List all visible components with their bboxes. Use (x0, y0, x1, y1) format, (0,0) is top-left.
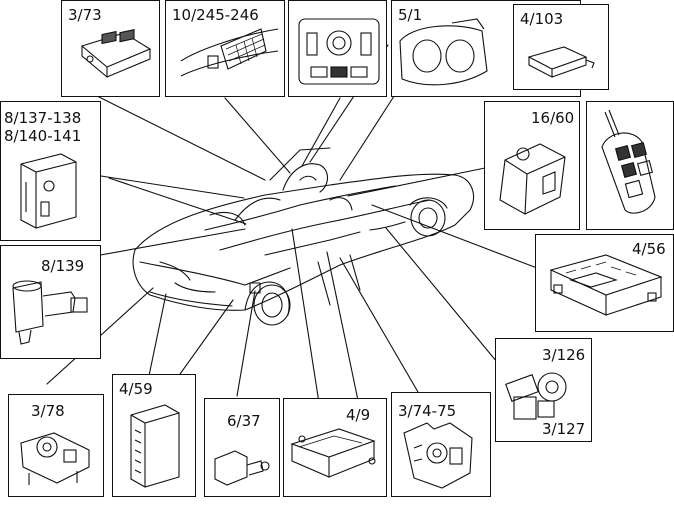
component-box-remote-key (586, 101, 674, 230)
sensor-unit-icon (20, 153, 77, 229)
component-box-4-9: 4/9 (283, 398, 387, 497)
component-label: 3/78 (31, 402, 65, 420)
component-box-3-126: 3/126 3/127 (495, 338, 592, 442)
component-box-6-37: 6/37 (204, 398, 280, 497)
component-box-8-139: 8/139 (0, 245, 101, 359)
component-label: 16/60 (531, 109, 575, 127)
component-label: 4/56 (632, 240, 666, 258)
component-label: 8/137-138 (4, 109, 82, 127)
component-label: 6/37 (227, 412, 261, 430)
component-box-10-245-246: 10/245-246 (165, 0, 285, 97)
component-box-4-56: 4/56 (535, 234, 674, 332)
component-label: 8/140-141 (4, 127, 82, 145)
component-label: 4/59 (119, 380, 153, 398)
fuse-box-icon (549, 254, 663, 316)
inflator-icon (12, 280, 88, 345)
component-label: 4/9 (346, 406, 371, 424)
instrument-cluster-icon (399, 18, 488, 86)
component-label: 3/126 (542, 346, 586, 364)
control-module-icon (130, 404, 180, 488)
fuel-actuator-icon (214, 450, 270, 486)
component-label: 3/74-75 (398, 402, 457, 420)
leader-lines (46, 44, 538, 411)
climate-control-icon (298, 18, 380, 85)
component-box-3-73: 3/73 (61, 0, 160, 97)
component-box-8-137-141: 8/137-138 8/140-141 (0, 101, 101, 241)
speaker-grille-icon (180, 28, 279, 77)
component-label: 3/127 (542, 420, 586, 438)
switch-panel-icon (80, 29, 152, 79)
component-box-3-74-75: 3/74-75 (391, 392, 491, 497)
component-box-4-103: 4/103 (513, 4, 609, 90)
window-motor-icon (505, 372, 567, 420)
steering-module-icon (499, 143, 566, 215)
component-label: 10/245-246 (172, 6, 259, 24)
door-lock-icon (403, 422, 473, 489)
component-label: 5/1 (398, 6, 423, 24)
component-box-3-78: 3/78 (8, 394, 104, 497)
component-label: 8/139 (41, 257, 85, 275)
car-illustration (132, 147, 474, 326)
component-box-4-59: 4/59 (112, 374, 196, 497)
component-label: 3/73 (68, 6, 102, 24)
lock-actuator-icon (20, 432, 90, 485)
remote-key-icon (601, 109, 656, 214)
component-label: 4/103 (520, 10, 564, 28)
component-box-16-60: 16/60 (484, 101, 580, 230)
module-icon (527, 46, 595, 78)
component-box-climate-panel (288, 0, 387, 97)
srs-module-icon (290, 428, 376, 478)
